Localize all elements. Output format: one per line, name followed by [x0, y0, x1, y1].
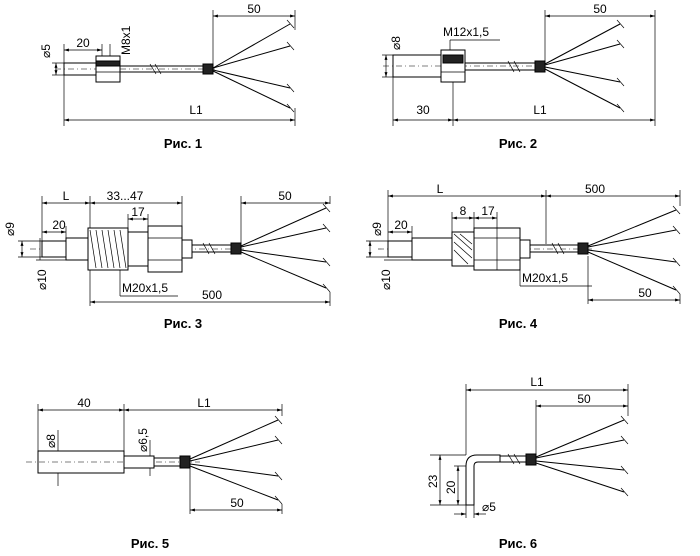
fig1-dim-len: 20	[76, 36, 90, 50]
fig3-dim-d10: ⌀10	[35, 269, 49, 290]
figure-4: L 500 8 17 20 ⌀9 ⌀10 M20x1,5 50 Рис. 4	[366, 182, 681, 331]
fig4-dim-len: 20	[394, 218, 408, 232]
fig2-dim-total: L1	[533, 103, 547, 117]
fig5-dim-d65: ⌀6,5	[136, 428, 150, 452]
fig6-dim-wire: 50	[577, 392, 591, 406]
fig3-dim-total: 500	[202, 288, 222, 302]
fig3-dim-wire: 50	[278, 189, 292, 203]
fig4-dim-L: L	[437, 182, 444, 196]
fig2-caption: Рис. 2	[499, 136, 537, 151]
fig4-dim-eight: 8	[460, 204, 467, 218]
fig1-dim-diam: ⌀5	[39, 44, 53, 58]
fig5-dim-wire: 50	[230, 496, 244, 510]
fig4-dim-total: 500	[585, 182, 605, 196]
fig5-dim-diam: ⌀8	[44, 434, 58, 448]
fig1-dim-thread: M8x1	[119, 25, 133, 55]
figure-3: L 33...47 17 50 20 ⌀9 ⌀10 M20x1,5 500 Ри…	[3, 189, 331, 331]
fig1-caption: Рис. 1	[164, 136, 202, 151]
fig3-dim-thread: M20x1,5	[122, 281, 168, 295]
figure-1: 50 20 ⌀5 M8x1 L1 Рис. 1	[39, 2, 296, 151]
fig3-dim-d9: ⌀9	[3, 222, 17, 236]
fig6-dim-total: L1	[530, 375, 544, 389]
fig6-dim-h23: 23	[426, 474, 440, 488]
fig5-dim-len: 40	[77, 396, 91, 410]
fig5-dim-total: L1	[197, 396, 211, 410]
fig2-dim-diam: ⌀8	[389, 36, 403, 50]
fig1-dim-total: L1	[189, 103, 203, 117]
fig2-dim-len: 30	[416, 103, 430, 117]
fig4-dim-wire: 50	[638, 286, 652, 300]
fig3-dim-nut: 17	[131, 205, 145, 219]
fig3-caption: Рис. 3	[164, 316, 202, 331]
fig4-caption: Рис. 4	[499, 316, 538, 331]
fig6-caption: Рис. 6	[499, 536, 537, 551]
figure-2: 50 M12x1,5 ⌀8 30 L1 Рис. 2	[382, 2, 656, 151]
fig4-dim-thread: M20x1,5	[522, 271, 568, 285]
figure-6: L1 50 23 20 ⌀5 Рис. 6	[426, 375, 629, 551]
fig2-dim-wire: 50	[593, 2, 607, 16]
fig3-dim-len: 20	[52, 218, 66, 232]
fig6-dim-h20: 20	[444, 480, 458, 494]
figure-5: 40 L1 ⌀8 ⌀6,5 50 Рис. 5	[26, 396, 283, 551]
fig3-dim-range: 33...47	[107, 189, 144, 203]
fig4-dim-d9: ⌀9	[370, 222, 384, 236]
fig5-caption: Рис. 5	[131, 536, 169, 551]
fig2-dim-thread: M12x1,5	[443, 25, 489, 39]
fig1-dim-wire: 50	[247, 2, 261, 16]
fig4-dim-d10: ⌀10	[379, 269, 393, 290]
fig4-dim-nut: 17	[481, 204, 495, 218]
fig3-dim-L: L	[63, 189, 70, 203]
fig6-dim-diam: ⌀5	[482, 500, 496, 514]
